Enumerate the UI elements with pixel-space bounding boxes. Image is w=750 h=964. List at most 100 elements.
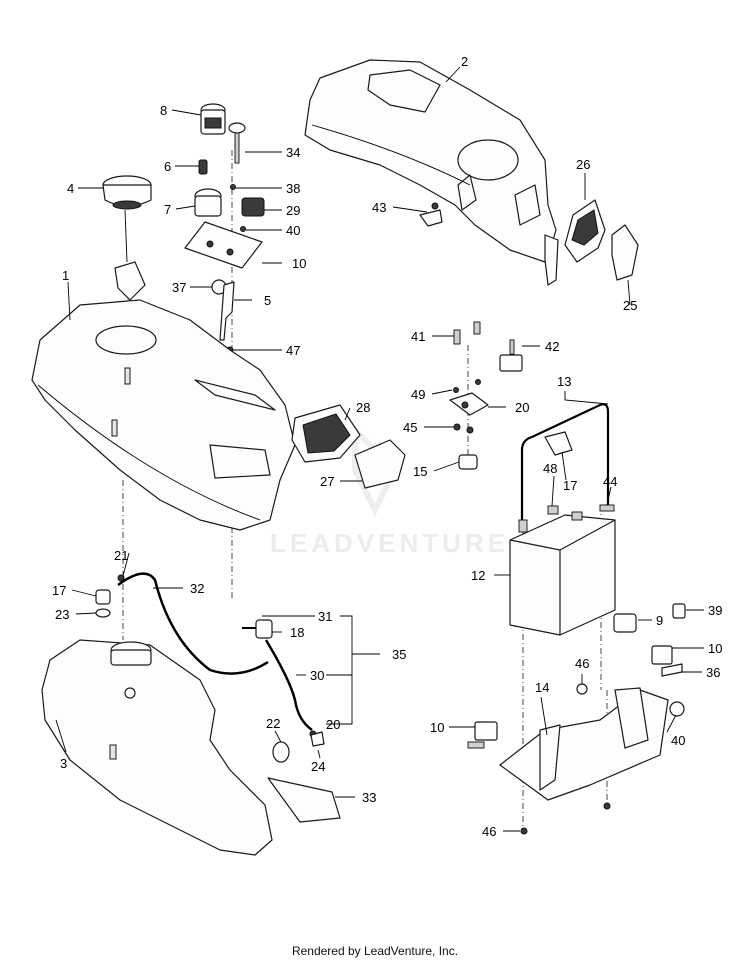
- callout-22: 22: [266, 716, 280, 731]
- part-15-fuse-holder[interactable]: [458, 454, 478, 470]
- part-36-bracket[interactable]: [661, 663, 683, 677]
- part-4-fuel-cap[interactable]: [102, 175, 152, 301]
- part-38-screw[interactable]: [230, 184, 236, 190]
- part-32-fuel-line[interactable]: [117, 572, 269, 675]
- callout-18: 18: [290, 625, 304, 640]
- part-5-lever[interactable]: [219, 281, 235, 341]
- footer-credit: Rendered by LeadVenture, Inc.: [291, 944, 459, 958]
- leader-lines: [55, 66, 704, 832]
- callout-labels: 8 34 6 38 4 7 29 40 10 37 5 47 1 2 43 26…: [52, 54, 722, 839]
- callout-8: 8: [160, 103, 167, 118]
- part-10-relay-left[interactable]: [467, 721, 498, 749]
- part-3-fuel-tank[interactable]: [41, 639, 273, 856]
- callout-47-lower: 46: [575, 656, 589, 671]
- part-46-nut-upper[interactable]: [453, 423, 474, 434]
- callout-46-upper: 45: [403, 420, 417, 435]
- part-17-valve[interactable]: [95, 589, 111, 605]
- callout-47-upper: 47: [286, 343, 300, 358]
- part-11-control-panel[interactable]: [184, 221, 263, 269]
- watermark-text: LEADVENTURE: [270, 528, 509, 558]
- callout-5: 5: [264, 293, 271, 308]
- part-33-heat-shield[interactable]: [267, 777, 341, 823]
- part-10-relay-right[interactable]: [651, 645, 673, 665]
- part-6-key[interactable]: [198, 159, 208, 175]
- callout-33: 33: [362, 790, 376, 805]
- callout-48: 48: [543, 461, 557, 476]
- part-13-battery-cable[interactable]: [520, 403, 610, 525]
- callout-2: 2: [461, 54, 468, 69]
- callout-16: 17: [563, 478, 577, 493]
- callout-14: 14: [535, 680, 549, 695]
- callout-45: 43: [372, 200, 386, 215]
- callout-29: 29: [286, 203, 300, 218]
- callout-13: 13: [557, 374, 571, 389]
- part-18-filter[interactable]: [242, 619, 273, 639]
- part-44-bolt[interactable]: [599, 504, 615, 512]
- callout-43: 40: [671, 733, 685, 748]
- part-26-bezel[interactable]: [564, 199, 606, 263]
- callout-32: 32: [190, 581, 204, 596]
- part-40-bolt[interactable]: [453, 321, 481, 345]
- part-21-clamp[interactable]: [117, 574, 125, 582]
- part-24-fitting[interactable]: [310, 731, 325, 747]
- callout-40: 41: [411, 329, 425, 344]
- callout-21: 21: [114, 548, 128, 563]
- callout-38: 38: [286, 181, 300, 196]
- part-29-switch[interactable]: [241, 197, 265, 217]
- callout-31: 31: [318, 609, 332, 624]
- callout-41: 40: [286, 223, 300, 238]
- callout-11: 10: [292, 256, 306, 271]
- callout-26: 26: [576, 157, 590, 172]
- callout-27: 27: [320, 474, 334, 489]
- part-28-bezel[interactable]: [291, 404, 361, 463]
- part-41-screw[interactable]: [240, 226, 246, 232]
- callout-28: 28: [356, 400, 370, 415]
- callout-24: 24: [311, 759, 325, 774]
- part-27-cover[interactable]: [354, 439, 406, 489]
- callout-23: 23: [55, 607, 69, 622]
- callout-7: 7: [164, 202, 171, 217]
- callout-1: 1: [62, 268, 69, 283]
- part-2-console-cover[interactable]: [304, 59, 559, 286]
- callout-9: 9: [656, 613, 663, 628]
- callout-6: 6: [164, 159, 171, 174]
- callout-30: 30: [310, 668, 324, 683]
- part-7-ignition-switch[interactable]: [194, 188, 222, 217]
- part-9-switch[interactable]: [613, 613, 637, 633]
- part-46-nut-lower[interactable]: [520, 802, 611, 835]
- part-19-bracket[interactable]: [449, 392, 489, 416]
- part-45-bracket[interactable]: [419, 202, 443, 227]
- part-25-cover[interactable]: [611, 224, 639, 281]
- callout-17: 17: [52, 583, 66, 598]
- part-34-knob[interactable]: [228, 122, 246, 164]
- part-48-bolt[interactable]: [547, 505, 559, 515]
- callout-34: 34: [286, 145, 300, 160]
- callout-4: 4: [67, 181, 74, 196]
- part-47-nut-lower[interactable]: [576, 683, 588, 695]
- callout-25: 25: [623, 298, 637, 313]
- part-42-relay[interactable]: [499, 339, 523, 372]
- part-30-fuel-line[interactable]: [264, 639, 313, 732]
- callout-49: 49: [411, 387, 425, 402]
- callout-19: 20: [515, 400, 529, 415]
- part-14-battery-tray[interactable]: [499, 687, 669, 801]
- part-1-console[interactable]: [31, 299, 296, 531]
- callout-12: 12: [471, 568, 485, 583]
- part-8-key-switch[interactable]: [200, 103, 226, 135]
- callout-37: 37: [172, 280, 186, 295]
- part-22-bushing[interactable]: [272, 741, 290, 763]
- callout-44: 44: [603, 474, 617, 489]
- callout-42: 42: [545, 339, 559, 354]
- callout-35: 35: [392, 647, 406, 662]
- callout-3: 3: [60, 756, 67, 771]
- part-23-grommet[interactable]: [95, 608, 111, 618]
- callout-10-left: 10: [430, 720, 444, 735]
- part-49-washer[interactable]: [453, 379, 481, 393]
- callout-46-lower: 46: [482, 824, 496, 839]
- callout-39: 39: [708, 603, 722, 618]
- part-12-battery[interactable]: [509, 511, 616, 636]
- part-16-terminal-boot[interactable]: [544, 431, 573, 456]
- part-43-knob[interactable]: [669, 701, 685, 717]
- part-39-switch[interactable]: [672, 603, 686, 619]
